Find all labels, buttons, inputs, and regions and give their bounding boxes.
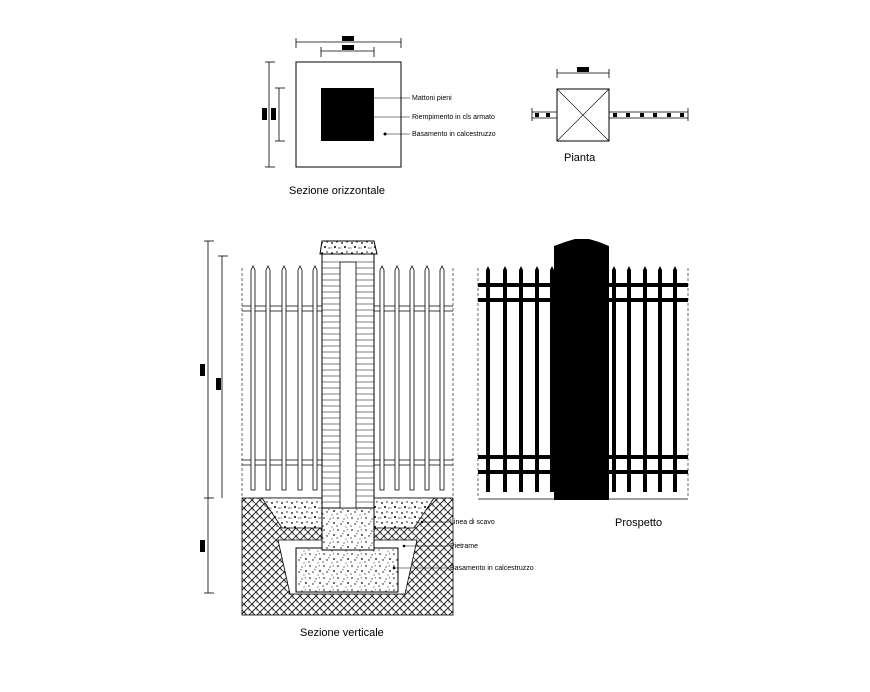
label-riempimento: Riempimento in cls armato [412, 114, 495, 121]
label-pietrame: Pietrame [450, 543, 478, 550]
label-basamento-top: Basamento in calcestruzzo [412, 131, 496, 138]
pianta [531, 67, 689, 142]
title-sezione-orizzontale: Sezione orizzontale [289, 185, 385, 197]
sezione-verticale [200, 240, 454, 616]
brick-pillar [319, 240, 378, 509]
label-linea-scavo: Linea di scavo [450, 519, 495, 526]
label-basamento-bottom: Basamento in calcestruzzo [450, 565, 534, 572]
title-sezione-verticale: Sezione verticale [300, 627, 384, 639]
title-prospetto: Prospetto [615, 517, 662, 529]
title-pianta: Pianta [564, 152, 596, 164]
prospetto [477, 239, 689, 500]
fence-bars-section [250, 265, 445, 491]
label-mattoni: Mattoni pieni [412, 95, 452, 102]
sezione-orizzontale [262, 36, 410, 168]
